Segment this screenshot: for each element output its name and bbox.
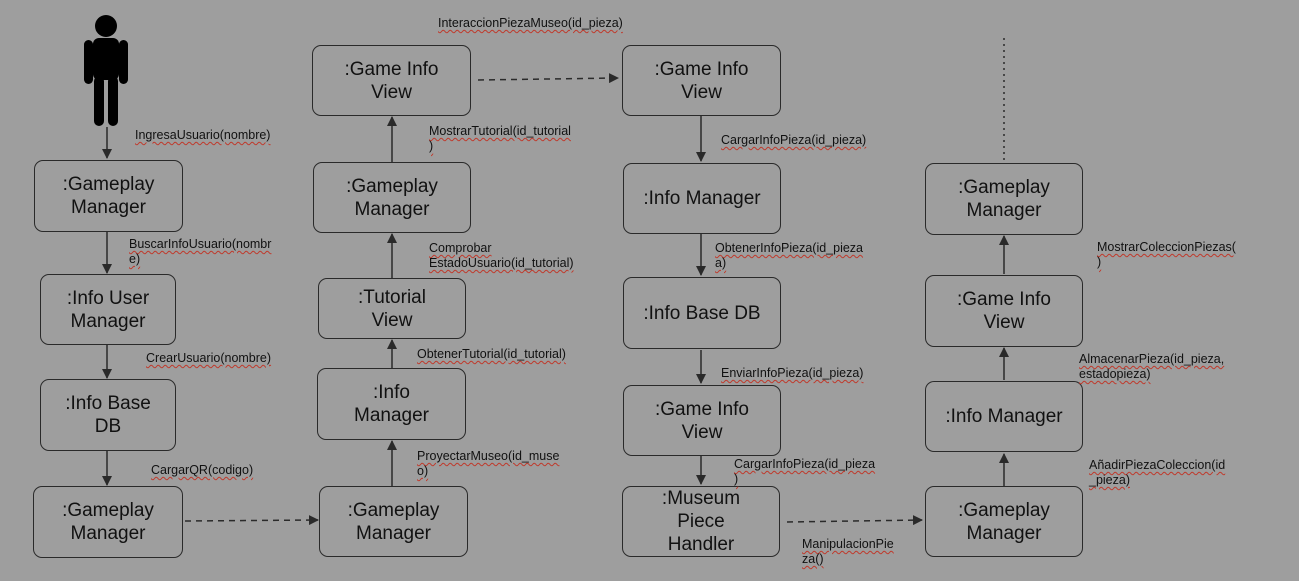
message-label-interaccion-pieza: InteraccionPiezaMuseo(id_pieza) bbox=[438, 16, 623, 30]
info-user-manager-box[interactable]: :Info User Manager bbox=[40, 274, 176, 345]
gameplay-manager-box[interactable]: :Gameplay Manager bbox=[319, 486, 468, 557]
dashed-arrow-col2-to-col3 bbox=[477, 73, 619, 84]
info-manager-box[interactable]: :Info Manager bbox=[623, 163, 781, 234]
tutorial-view-box[interactable]: :Tutorial View bbox=[318, 278, 466, 339]
message-label-mostrar-coleccion-piezas: MostrarColeccionPiezas( ) bbox=[1097, 240, 1236, 269]
message-label-cargar-info-pieza: CargarInfoPieza(id_pieza ) bbox=[734, 457, 876, 486]
gameplay-manager-box[interactable]: :Gameplay Manager bbox=[925, 486, 1083, 557]
message-label-almacenar-pieza: AlmacenarPieza(id_pieza, estadopieza) bbox=[1079, 352, 1225, 381]
message-label-ingresa-usuario: IngresaUsuario(nombre) bbox=[135, 128, 271, 142]
message-label-crear-usuario: CrearUsuario(nombre) bbox=[146, 351, 272, 365]
gameplay-manager-box[interactable]: :Gameplay Manager bbox=[34, 160, 183, 232]
gameplay-manager-box[interactable]: :Gameplay Manager bbox=[925, 163, 1083, 235]
message-label-manipulacion-pieza: ManipulacionPie za() bbox=[802, 537, 894, 566]
message-label-proyectar-museo: ProyectarMuseo(id_muse o) bbox=[417, 449, 560, 478]
message-label-cargar-info-pieza: CargarInfoPieza(id_pieza) bbox=[721, 133, 867, 147]
game-info-view-box[interactable]: :Game Info View bbox=[622, 45, 781, 116]
dashed-arrow-col3-to-col4 bbox=[786, 515, 923, 526]
info-manager-box[interactable]: :Info Manager bbox=[925, 381, 1083, 452]
message-label-mostrar-tutorial: MostrarTutorial(id_tutorial ) bbox=[429, 124, 571, 153]
info-manager-box[interactable]: :Info Manager bbox=[317, 368, 466, 440]
museum-piece-handler-box[interactable]: :Museum Piece Handler bbox=[622, 486, 780, 557]
info-base-db-box[interactable]: :Info Base DB bbox=[40, 379, 176, 451]
info-base-db-box[interactable]: :Info Base DB bbox=[623, 277, 781, 349]
message-label-comprobar-estado: Comprobar EstadoUsuario(id_tutorial) bbox=[429, 241, 574, 270]
gameplay-manager-box[interactable]: :Gameplay Manager bbox=[33, 486, 183, 558]
message-label-buscar-info-usuario: BuscarInfoUsuario(nombr e) bbox=[129, 237, 272, 266]
gameplay-manager-box[interactable]: :Gameplay Manager bbox=[313, 162, 471, 233]
message-label-anadir-pieza-coleccion: AñadirPiezaColeccion(id _pieza) bbox=[1089, 458, 1226, 487]
message-label-obtener-tutorial: ObtenerTutorial(id_tutorial) bbox=[417, 347, 566, 361]
message-label-obtener-info-pieza: ObtenerInfoPieza(id_pieza a) bbox=[715, 241, 864, 270]
game-info-view-box[interactable]: :Game Info View bbox=[312, 45, 471, 116]
message-label-cargar-qr: CargarQR(codigo) bbox=[151, 463, 254, 477]
message-label-enviar-info-pieza: EnviarInfoPieza(id_pieza) bbox=[721, 366, 864, 380]
game-info-view-box[interactable]: :Game Info View bbox=[925, 275, 1083, 347]
user-stick-figure-icon bbox=[84, 15, 128, 126]
game-info-view-box[interactable]: :Game Info View bbox=[623, 385, 781, 456]
dashed-arrow-col1-to-col2 bbox=[184, 515, 319, 526]
